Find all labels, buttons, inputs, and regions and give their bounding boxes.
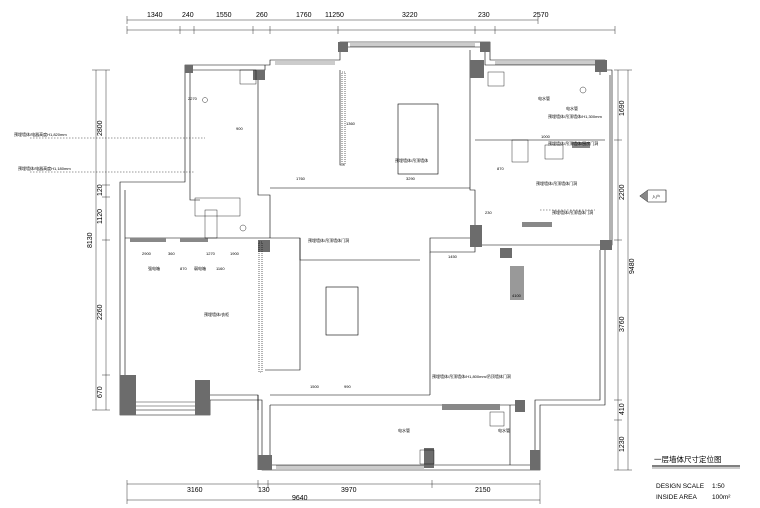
right-dim-1: 1690	[619, 100, 626, 116]
interior-dimensions: 2270 1760 3290 870 1000 1450 4100 1500 9…	[142, 96, 551, 389]
interior-dim-10: 1900	[230, 251, 240, 256]
left-dim-2: 120	[97, 184, 104, 196]
annotation-2: 预埋墙体/电器高度H1,180mm	[18, 165, 71, 171]
right-dim-4: 410	[619, 403, 626, 415]
top-dim-7: 230	[478, 12, 490, 19]
interior-dim-6: 1450	[448, 254, 458, 259]
interior-dim-18: 900	[236, 126, 243, 131]
entrance-label: 入户	[652, 193, 660, 199]
interior-dim-1: 2270	[188, 96, 198, 101]
interior-dim-11: 2900	[142, 251, 152, 256]
bottom-dim-4: 2150	[475, 487, 491, 494]
top-dim-6: 3220	[402, 12, 418, 19]
top-dim-1: 1340	[147, 12, 163, 19]
annotation-10: 预埋墙体/衣柜	[204, 311, 229, 317]
left-dimension-chain: 2800 120 1120 2260 670 8130	[87, 69, 110, 411]
annotation-16: 电水管	[498, 427, 510, 433]
bottom-dim-2: 130	[258, 487, 270, 494]
interior-dim-17: 1360	[346, 121, 356, 126]
area-value: 100m²	[712, 494, 731, 501]
top-dim-2: 240	[182, 12, 194, 19]
interior-dim-4: 870	[497, 166, 504, 171]
top-dim-4: 260	[256, 12, 268, 19]
interior-dim-2: 1760	[296, 176, 306, 181]
top-dimension-chain: 11250 1340 240 1550 260 1760 3220 230 25…	[126, 12, 616, 34]
right-dimension-chain: 1690 2200 3760 410 1230 9480	[614, 69, 636, 471]
interior-dim-14: 870	[180, 266, 187, 271]
scale-label: DESIGN SCALE	[656, 483, 705, 490]
annotation-11: 预埋墙体/吊顶墙体门洞	[552, 209, 593, 215]
bottom-dim-3: 3970	[341, 487, 357, 494]
annotation-7: 预埋墙体/吊顶墙体/厨房门洞	[548, 140, 598, 146]
annotation-5: 预埋墙体/吊顶墙体	[395, 157, 428, 163]
interior-dim-3: 3290	[406, 176, 416, 181]
annotation-9: 预埋墙体/吊顶墙体门洞	[308, 237, 349, 243]
entrance-marker: 入户	[639, 189, 667, 203]
right-dim-2: 2200	[619, 184, 626, 200]
bottom-dim-1: 3160	[187, 487, 203, 494]
interior-dim-12: 360	[168, 251, 175, 256]
left-dim-4: 2260	[97, 304, 104, 320]
left-overall-dim: 8130	[87, 232, 94, 248]
right-overall-dim: 9480	[629, 258, 636, 274]
annotation-6: 预埋墙体/吊顶墙体/H1,300mm	[548, 113, 602, 119]
interior-dim-16: 230	[485, 210, 492, 215]
area-label: INSIDE AREA	[656, 494, 697, 501]
left-dim-3: 1120	[97, 209, 104, 224]
scale-value: 1:50	[712, 483, 725, 490]
top-overall-dim: 11250	[325, 12, 344, 19]
title-block: 一层墙体尺寸定位图 DESIGN SCALE 1:50 INSIDE AREA …	[652, 454, 740, 501]
interior-dim-15: 1160	[216, 266, 225, 271]
interior-dim-13: 1270	[206, 251, 216, 256]
drawing-title: 一层墙体尺寸定位图	[654, 454, 722, 464]
annotation-13: 电水管	[538, 95, 550, 101]
annotation-3: 强电箱	[148, 265, 160, 271]
top-dim-8: 2570	[533, 12, 549, 19]
annotation-14: 电水管	[566, 105, 578, 111]
bottom-overall-dim: 9640	[292, 495, 308, 502]
interior-dim-9: 990	[344, 384, 351, 389]
interior-dim-5: 1000	[541, 134, 551, 139]
right-dim-5: 1230	[619, 436, 626, 452]
annotation-1: 预埋墙体/电器高度H1,820mm	[14, 131, 67, 137]
top-dim-3: 1550	[216, 12, 232, 19]
bottom-dimension-chain: 3160 130 3970 2150 9640	[126, 480, 541, 504]
annotations: 预埋墙体/电器高度H1,820mm 预埋墙体/电器高度H1,180mm 强电箱 …	[14, 95, 602, 433]
annotation-15: 电水管	[398, 427, 410, 433]
left-dim-1: 2800	[97, 120, 104, 136]
annotation-8: 预埋墙体/吊顶墙体门洞	[536, 180, 577, 186]
annotation-12: 预埋墙体/吊顶墙体/H1,800mm/吊顶墙体门洞	[432, 373, 511, 379]
interior-dim-8: 1500	[310, 384, 320, 389]
interior-dim-7: 4100	[512, 293, 522, 298]
walls	[30, 41, 613, 471]
left-dim-5: 670	[97, 386, 104, 398]
annotation-4: 弱电箱	[194, 265, 206, 271]
top-dim-5: 1760	[296, 12, 312, 19]
right-dim-3: 3760	[619, 316, 626, 332]
